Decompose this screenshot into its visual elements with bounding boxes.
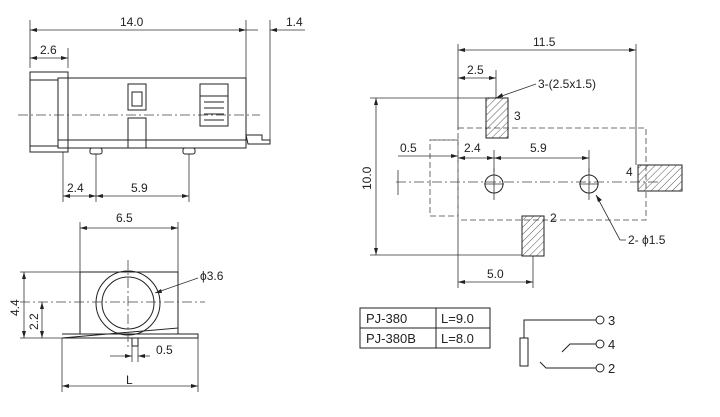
pin-thickness-dimension: 1.4	[286, 15, 303, 29]
pad-bottom-offset-dimension: 5.0	[487, 267, 504, 281]
pcb-footprint	[370, 44, 683, 288]
overall-length-dimension: 14.0	[120, 15, 144, 29]
pad-3-label: 3	[514, 109, 521, 123]
schematic-pin-3: 3	[608, 313, 615, 328]
hole-diameter-label: ϕ3.6	[200, 269, 224, 283]
pin-spacing-dimension: 5.9	[131, 181, 148, 195]
hole-note: 2- ϕ1.5	[628, 233, 666, 247]
model-length-2: L=8.0	[441, 331, 474, 346]
pad-size-note: 3-(2.5x1.5)	[538, 77, 596, 91]
front-offset-dimension: 2.6	[40, 43, 57, 57]
model-length-1: L=9.0	[441, 311, 474, 326]
tab-width-dimension: 0.5	[156, 343, 173, 357]
pad-2-label: 2	[550, 211, 557, 225]
schematic-pin-4: 4	[608, 337, 615, 352]
hole-spacing-dimension: 5.9	[530, 141, 547, 155]
schematic-pin-2: 2	[608, 361, 615, 376]
footprint-height-dimension: 10.0	[360, 166, 374, 190]
hole-offset-dimension: 2.4	[464, 141, 481, 155]
offset-05-dimension: 0.5	[400, 141, 417, 155]
models-table	[359, 307, 491, 349]
front-height-dimension: 4.4	[8, 299, 22, 316]
model-name-1: PJ-380	[366, 311, 407, 326]
front-view	[20, 222, 205, 392]
pin-schematic	[519, 315, 605, 373]
length-label: L	[126, 373, 133, 387]
pad-3	[485, 97, 509, 139]
front-width-dimension: 6.5	[116, 211, 133, 225]
pin-offset-dimension: 2.4	[67, 181, 84, 195]
pad-offset-dimension: 2.5	[467, 63, 484, 77]
center-height-dimension: 2.2	[27, 313, 41, 330]
model-name-2: PJ-380B	[366, 331, 416, 346]
side-view	[18, 20, 305, 202]
pad-2	[521, 215, 545, 257]
pad-4-label: 4	[626, 165, 633, 179]
footprint-overall-dimension: 11.5	[533, 35, 556, 49]
pad-4	[637, 164, 683, 192]
